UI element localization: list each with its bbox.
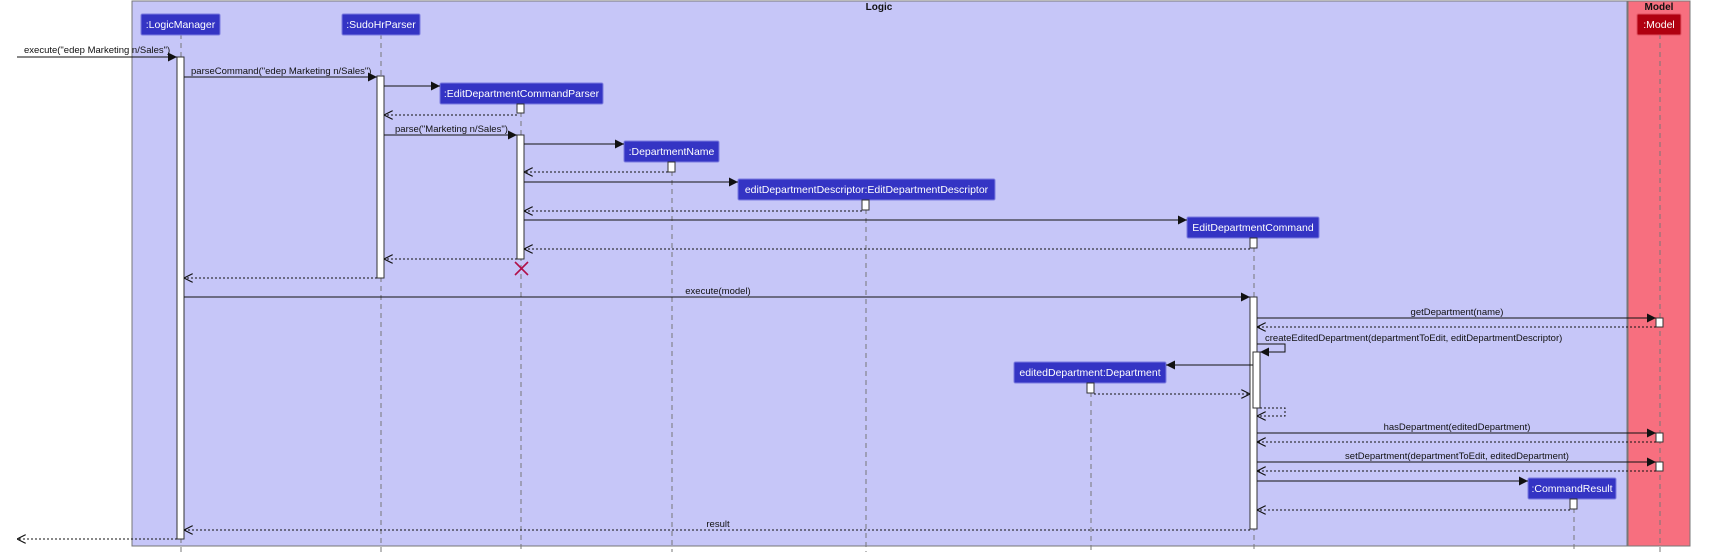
message-get-department-label: getDepartment(name) bbox=[1411, 307, 1504, 318]
message-has-department-label: hasDepartment(editedDepartment) bbox=[1384, 422, 1531, 433]
participant-command-result: :CommandResult bbox=[1527, 477, 1617, 500]
activation-parser-parse bbox=[516, 134, 525, 260]
message-execute-model-label: execute(model) bbox=[685, 286, 750, 297]
activation-model-set bbox=[1655, 461, 1664, 472]
activation-sudo-hr-parser bbox=[376, 75, 385, 279]
participant-department-name: :DepartmentName bbox=[623, 140, 720, 163]
svg-text::EditDepartmentCommandParser: :EditDepartmentCommandParser bbox=[444, 88, 600, 100]
activation-command-execute bbox=[1249, 296, 1258, 530]
participant-sudo-hr-parser: :SudoHrParser bbox=[341, 13, 421, 36]
participant-edit-department-descriptor: editDepartmentDescriptor:EditDepartmentD… bbox=[737, 178, 996, 201]
activation-model-get bbox=[1655, 317, 1664, 328]
model-frame-title: Model bbox=[1645, 2, 1674, 13]
svg-text:EditDepartmentCommand: EditDepartmentCommand bbox=[1192, 222, 1314, 234]
activation-command-result bbox=[1569, 498, 1578, 510]
svg-text::LogicManager: :LogicManager bbox=[146, 19, 216, 31]
return-create-edited-department-arrow bbox=[1257, 407, 1286, 416]
svg-text::SudoHrParser: :SudoHrParser bbox=[346, 19, 416, 31]
destroy-mark bbox=[514, 261, 529, 276]
svg-text::CommandResult: :CommandResult bbox=[1531, 483, 1612, 495]
message-create-edited-department-arrow bbox=[1257, 343, 1286, 357]
svg-text::Model: :Model bbox=[1643, 19, 1675, 31]
activation-edit-department-descriptor bbox=[861, 199, 870, 211]
message-parse-label: parse("Marketing n/Sales") bbox=[395, 124, 508, 135]
activation-department-name bbox=[667, 161, 676, 173]
activation-model-has bbox=[1655, 432, 1664, 443]
participant-model: :Model bbox=[1636, 13, 1682, 36]
participant-edit-department-command: EditDepartmentCommand bbox=[1186, 216, 1320, 239]
svg-text:editedDepartment:Department: editedDepartment:Department bbox=[1019, 367, 1160, 379]
logic-frame-title: Logic bbox=[866, 2, 893, 13]
activation-edited-department bbox=[1086, 382, 1095, 394]
participant-edited-department: editedDepartment:Department bbox=[1013, 361, 1167, 384]
participant-logic-manager: :LogicManager bbox=[140, 13, 221, 36]
activation-command-create-edited bbox=[1252, 351, 1261, 409]
svg-text::DepartmentName: :DepartmentName bbox=[629, 146, 715, 158]
activation-parser-constructor bbox=[516, 103, 525, 114]
svg-text:editDepartmentDescriptor:EditD: editDepartmentDescriptor:EditDepartmentD… bbox=[745, 184, 989, 196]
activation-command-constructor bbox=[1249, 237, 1258, 249]
message-create-edited-department-label: createEditedDepartment(departmentToEdit,… bbox=[1265, 333, 1562, 344]
message-result-label: result bbox=[706, 519, 730, 530]
message-parse-command-label: parseCommand("edep Marketing n/Sales") bbox=[191, 66, 371, 77]
activation-logic-manager bbox=[176, 56, 185, 540]
logic-frame bbox=[131, 0, 1628, 547]
model-frame bbox=[1627, 0, 1691, 547]
participant-edit-department-command-parser: :EditDepartmentCommandParser bbox=[439, 82, 604, 105]
message-set-department-label: setDepartment(departmentToEdit, editedDe… bbox=[1345, 451, 1569, 462]
message-execute-command-label: execute("edep Marketing n/Sales") bbox=[24, 45, 170, 56]
